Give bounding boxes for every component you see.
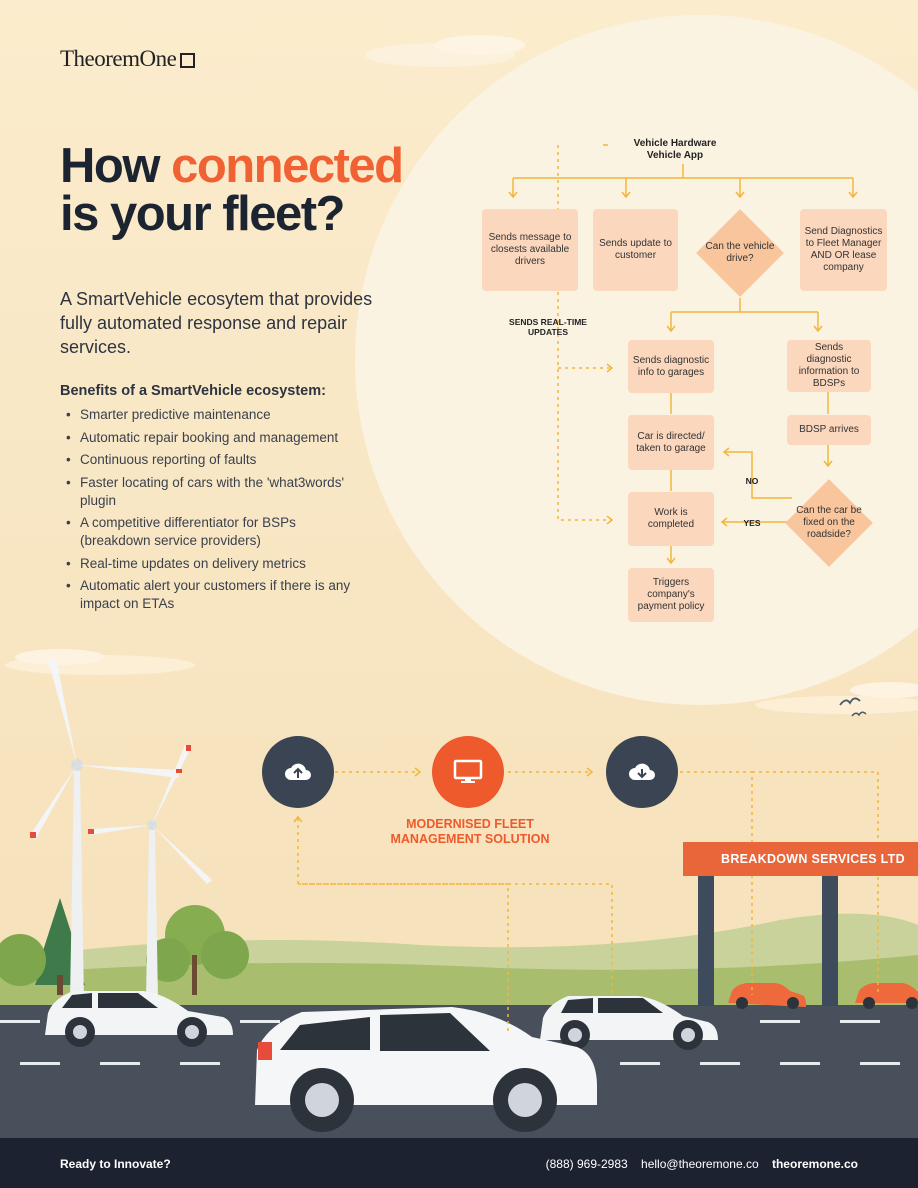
benefits-title: Benefits of a SmartVehicle ecosystem: <box>60 383 326 399</box>
solution-label-line1: MODERNISED FLEET <box>406 817 534 831</box>
breakdown-sign: BREAKDOWN SERVICES LTD <box>683 842 918 876</box>
headline-line2: is your fleet? <box>60 187 345 241</box>
flow-can-drive: Can the vehicle drive? <box>705 241 775 264</box>
benefit-item: Faster locating of cars with the 'what3w… <box>60 474 370 510</box>
logo-square-icon <box>180 53 196 69</box>
footer-cta: Ready to Innovate? <box>60 1157 171 1171</box>
cloud-upload-icon <box>285 763 311 780</box>
footer-phone[interactable]: (888) 969-2983 <box>545 1157 628 1171</box>
benefits-list: Smarter predictive maintenance Automatic… <box>60 406 370 618</box>
headline-connected: connected <box>171 139 404 193</box>
headline: How connected is your fleet? <box>60 139 404 241</box>
benefit-item: A competitive differentiator for BSPs (b… <box>60 514 370 550</box>
headline-how: How <box>60 139 160 193</box>
brand-logo: TheoremOne <box>60 46 196 72</box>
flow-root-line1: Vehicle Hardware <box>633 138 717 149</box>
benefit-item: Automatic alert your customers if there … <box>60 577 370 613</box>
flow-root-line2: Vehicle App <box>646 150 704 161</box>
benefit-item: Real-time updates on delivery metrics <box>60 555 370 573</box>
benefit-item: Automatic repair booking and management <box>60 429 370 447</box>
intro-text: A SmartVehicle ecosytem that provides fu… <box>60 289 373 357</box>
cloud-download-icon <box>629 763 655 780</box>
flow-car-directed: Car is directed/ taken to garage <box>628 415 714 470</box>
footer-email[interactable]: hello@theoremone.co <box>641 1157 759 1171</box>
flow-bdsp-arrives: BDSP arrives <box>787 415 871 445</box>
flow-root: Vehicle Hardware Vehicle App <box>600 138 750 162</box>
flow-diag-garages: Sends diagnostic info to garages <box>628 340 714 393</box>
monitor-node <box>432 736 504 808</box>
flow-diag-bdsps: Sends diagnostic information to BDSPs <box>787 340 871 392</box>
flow-sends-message: Sends message to closests available driv… <box>482 209 578 291</box>
benefit-item: Smarter predictive maintenance <box>60 406 370 424</box>
download-node <box>606 736 678 808</box>
flow-triggers: Triggers company's payment policy <box>628 568 714 622</box>
solution-label: MODERNISED FLEET MANAGEMENT SOLUTION <box>360 817 580 847</box>
flow-send-diagnostics: Send Diagnostics to Fleet Manager AND OR… <box>800 209 887 291</box>
footer: Ready to Innovate? (888) 969-2983 hello@… <box>0 1138 918 1188</box>
solution-label-line2: MANAGEMENT SOLUTION <box>390 832 550 846</box>
flow-sends-update: Sends update to customer <box>593 209 678 291</box>
flow-work-completed: Work is completed <box>628 492 714 546</box>
flow-yes-label: YES <box>743 518 761 528</box>
flow-no-label: NO <box>745 476 759 486</box>
monitor-icon <box>453 759 483 783</box>
upload-node <box>262 736 334 808</box>
footer-contact: (888) 969-2983 hello@theoremone.co theor… <box>536 1157 858 1171</box>
benefit-item: Continuous reporting of faults <box>60 451 370 469</box>
flow-can-fix: Can the car be fixed on the roadside? <box>796 505 862 540</box>
flow-realtime-label: SENDS REAL-TIME UPDATES <box>509 317 587 337</box>
footer-site[interactable]: theoremone.co <box>771 1157 858 1171</box>
